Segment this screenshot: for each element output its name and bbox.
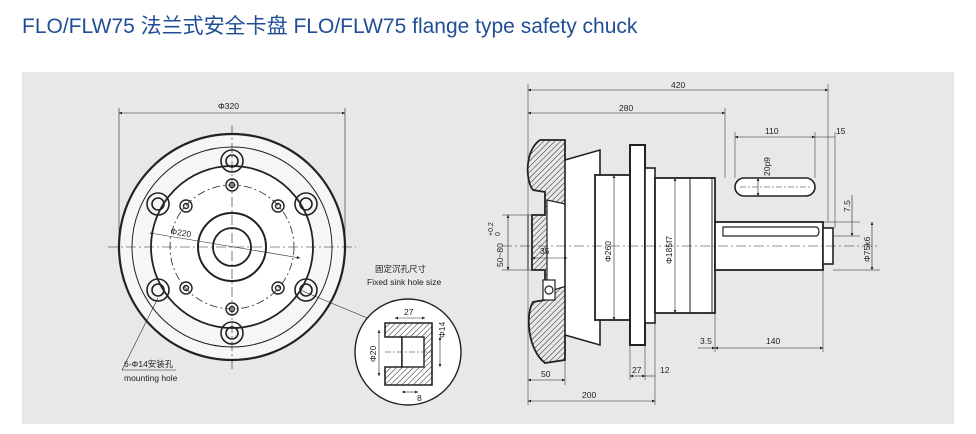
body-185 xyxy=(654,177,716,314)
label-27: 27 xyxy=(632,365,642,375)
label-detail-phi20: Φ20 xyxy=(368,345,378,362)
label-110: 110 xyxy=(765,126,779,136)
front-view xyxy=(108,108,373,371)
housing xyxy=(564,148,601,347)
bolt-holes xyxy=(179,178,285,316)
flange-plate xyxy=(629,144,646,346)
label-35: 35 xyxy=(540,246,550,256)
label-mounting-holes-cn: 6-Φ14安装孔 xyxy=(124,359,174,369)
label-bore-tol-lower: 0 xyxy=(495,232,502,236)
label-phi260: Φ260 xyxy=(603,241,613,262)
label-15: 15 xyxy=(836,126,846,136)
key-detail xyxy=(734,177,816,197)
label-bore-range: 50~80 xyxy=(495,243,505,267)
label-mounting-holes-en: mounting hole xyxy=(124,373,178,383)
label-3p5: 3.5 xyxy=(700,336,712,346)
label-detail-cn: 固定沉孔尺寸 xyxy=(375,264,427,274)
drawing-panel: Φ320 Φ220 6-Φ14安装孔 mounting hole 固定沉孔尺寸 … xyxy=(22,72,954,424)
label-7p5: 7.5 xyxy=(842,200,852,212)
label-140: 140 xyxy=(766,336,780,346)
label-280: 280 xyxy=(619,103,633,113)
body-260 xyxy=(594,174,633,321)
shaft-keyway xyxy=(722,226,820,237)
label-phi185f7: Φ185f7 xyxy=(664,236,674,264)
label-detail-8: 8 xyxy=(417,393,422,403)
side-view xyxy=(502,84,880,405)
label-200: 200 xyxy=(582,390,596,400)
label-phi320: Φ320 xyxy=(218,101,239,111)
label-phi75k6: Φ75k6 xyxy=(862,237,872,262)
technical-drawing: Φ320 Φ220 6-Φ14安装孔 mounting hole 固定沉孔尺寸 … xyxy=(108,80,880,406)
page-title: FLO/FLW75 法兰式安全卡盘 FLO/FLW75 flange type … xyxy=(22,15,638,38)
dim-220-line xyxy=(149,232,301,259)
label-phi220: Φ220 xyxy=(170,226,193,239)
label-bore-tol-upper: +0.2 xyxy=(488,222,495,236)
label-20p9: 20p9 xyxy=(762,157,772,176)
label-detail-phi14: Φ14 xyxy=(437,321,447,338)
label-detail-en: Fixed sink hole size xyxy=(367,277,441,287)
label-12: 12 xyxy=(660,365,670,375)
label-50: 50 xyxy=(541,369,551,379)
label-detail-27: 27 xyxy=(404,307,414,317)
label-420: 420 xyxy=(671,80,685,90)
detail-view xyxy=(354,298,462,406)
